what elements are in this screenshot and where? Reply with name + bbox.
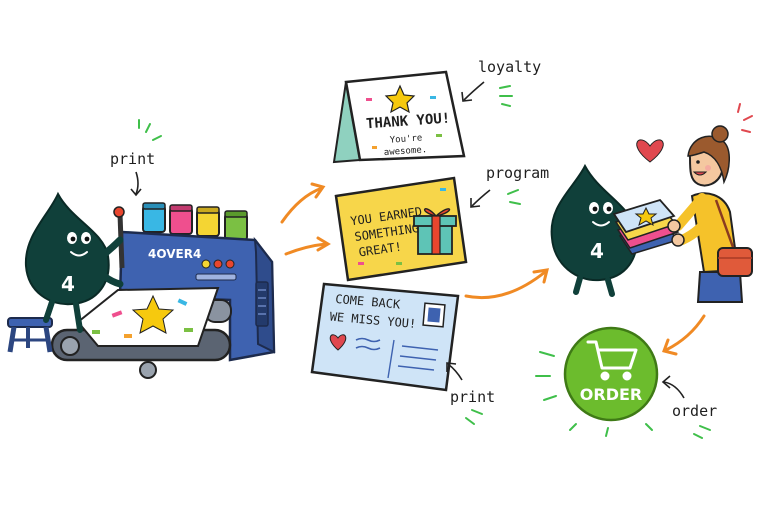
- postcard: COME BACK WE MISS YOU!: [310, 282, 460, 392]
- mascot-number: 4: [590, 239, 604, 263]
- star-icon: [634, 206, 658, 227]
- stool: [7, 317, 53, 353]
- label-loyalty: loyalty: [478, 58, 541, 76]
- mascot-number: 4: [61, 272, 75, 296]
- customer: [667, 125, 753, 303]
- label-print-bottom: print: [450, 388, 495, 406]
- thank-you-title: THANK YOU!: [366, 111, 451, 133]
- gift-icon: [413, 208, 457, 255]
- reward-line3: GREAT!: [358, 240, 403, 260]
- label-print-left: print: [110, 150, 155, 168]
- shopping-cart-icon: [586, 340, 638, 381]
- label-arrow: [463, 81, 485, 101]
- label-arrow: [447, 363, 463, 381]
- heart-icon: [636, 139, 664, 163]
- mascot-left: 4: [24, 191, 124, 333]
- label-program: program: [486, 164, 549, 182]
- reward-card: YOU EARNED SOMETHING GREAT!: [334, 176, 468, 282]
- mascot-right: 4: [550, 163, 638, 297]
- label-arrow: [135, 171, 139, 195]
- order-button-label: ORDER: [580, 385, 642, 404]
- heart-icon: [329, 334, 347, 351]
- sparkle-marks: [138, 119, 162, 141]
- held-cards: [612, 198, 680, 255]
- ink-bottles: [142, 202, 248, 241]
- printer-indicator-light: [225, 259, 235, 269]
- printer: 4OVER4: [50, 202, 276, 379]
- label-order: order: [672, 402, 717, 420]
- thank-you-card: THANK YOU! You're awesome.: [332, 70, 466, 164]
- postcard-line1: COME BACK: [335, 292, 402, 312]
- star-icon: [131, 294, 175, 334]
- label-arrow: [471, 189, 491, 207]
- order-button[interactable]: ORDER: [563, 326, 659, 422]
- label-arrow: [663, 381, 685, 399]
- thank-you-body-line1: You're: [390, 133, 423, 145]
- printer-indicator-light: [201, 259, 211, 269]
- printer-brand-text: 4OVER4: [148, 247, 201, 261]
- thank-you-body-line2: awesome.: [384, 145, 428, 158]
- flow-arrows: [280, 182, 706, 356]
- sparkle-marks: [737, 103, 753, 133]
- sparkle-marks: [535, 351, 653, 437]
- printer-indicator-light: [213, 259, 223, 269]
- star-icon: [384, 84, 416, 114]
- handbag-icon: [717, 247, 753, 277]
